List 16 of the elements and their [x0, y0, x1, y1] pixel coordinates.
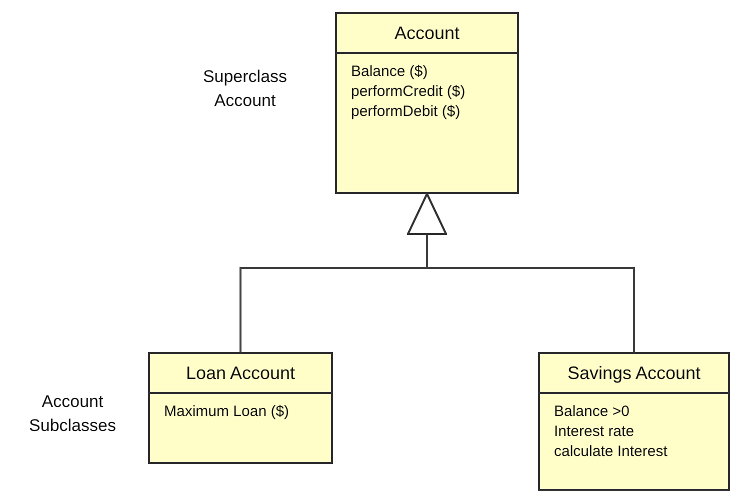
class-attribute: performDebit ($) [351, 102, 462, 122]
class-name: Savings Account [567, 362, 701, 384]
annotation-text: Superclass Account [202, 66, 288, 112]
class-attribute: Interest rate [554, 422, 636, 442]
generalization-arrow [407, 193, 635, 352]
class-attribute: calculate Interest [554, 442, 668, 462]
class-attribute: Balance ($) [351, 62, 429, 82]
class-name: Account [394, 22, 460, 44]
class-attribute: performCredit ($) [351, 82, 466, 102]
class-attribute: Balance >0 [554, 402, 630, 422]
class-box [538, 352, 730, 491]
class-name: Loan Account [186, 362, 296, 384]
annotation-text: Account Subclasses [28, 391, 117, 437]
class-box [335, 12, 519, 194]
class-box [148, 352, 333, 464]
class-attribute: Maximum Loan ($) [164, 402, 290, 422]
